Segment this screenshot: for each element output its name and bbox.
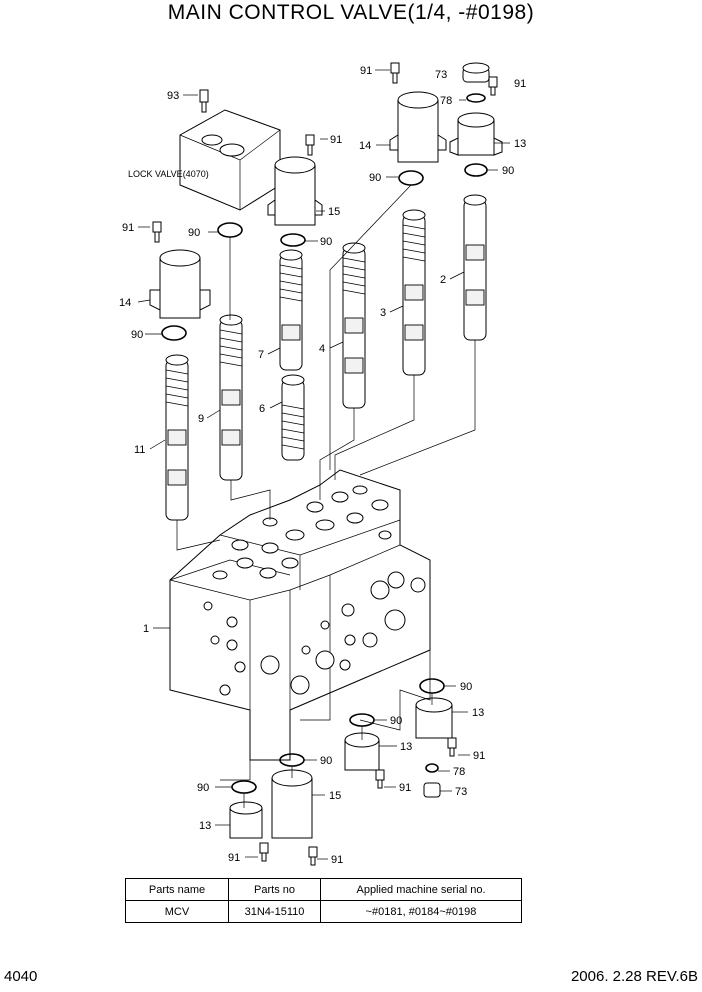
callout-90-b: 90 <box>131 329 143 341</box>
header-parts-no: Parts no <box>228 878 321 901</box>
spool-9 <box>219 314 243 481</box>
callout-3: 3 <box>380 307 386 319</box>
callout-90-d: 90 <box>369 172 381 184</box>
callout-93: 93 <box>167 90 179 102</box>
callout-91-d: 91 <box>514 78 526 90</box>
callout-91-e: 91 <box>473 750 485 762</box>
spool-3 <box>402 209 426 376</box>
spool-2 <box>463 194 487 341</box>
callout-90-f: 90 <box>460 681 472 693</box>
spool-7 <box>279 249 303 371</box>
spool-6 <box>281 374 305 461</box>
callout-91-g: 91 <box>228 852 240 864</box>
callout-1: 1 <box>143 623 149 635</box>
header-parts-name: Parts name <box>125 878 229 901</box>
callout-90-h: 90 <box>320 755 332 767</box>
spool-11 <box>165 354 189 521</box>
callout-14-a: 14 <box>119 297 131 309</box>
cover-13-top <box>449 112 503 156</box>
callout-6: 6 <box>259 403 265 415</box>
lock-valve-block <box>179 109 281 211</box>
cell-parts-no: 31N4-15110 <box>228 900 321 923</box>
plug-73-top <box>462 62 490 83</box>
callout-73-a: 73 <box>435 69 447 81</box>
callout-15-b: 15 <box>329 790 341 802</box>
cell-parts-name: MCV <box>125 900 229 923</box>
callout-91-f: 91 <box>399 782 411 794</box>
callout-91-a: 91 <box>122 222 134 234</box>
callout-90-e: 90 <box>502 165 514 177</box>
callout-15-a: 15 <box>328 206 340 218</box>
cover-13-bottom-left <box>229 801 263 839</box>
callout-13-d: 13 <box>199 820 211 832</box>
callout-13-a: 13 <box>514 138 526 150</box>
page-title: MAIN CONTROL VALVE(1/4, -#0198) <box>167 1 535 24</box>
callout-73-b: 73 <box>455 786 467 798</box>
cover-13-bottom-right <box>415 697 453 739</box>
revision-date: 2006. 2.28 REV.6B <box>570 968 698 985</box>
leader-lines <box>137 69 510 860</box>
callout-13-c: 13 <box>400 741 412 753</box>
callout-91-c: 91 <box>360 65 372 77</box>
valve-body <box>169 469 431 761</box>
callout-13-b: 13 <box>472 707 484 719</box>
page-number: 4040 <box>4 968 38 985</box>
callout-90-a: 90 <box>188 227 200 239</box>
header-serial-no: Applied machine serial no. <box>320 878 522 901</box>
callout-4: 4 <box>319 343 325 355</box>
cell-serial-no: ~#0181, #0184~#0198 <box>320 900 522 923</box>
callout-2: 2 <box>440 274 446 286</box>
callout-lock-valve: LOCK VALVE(4070) <box>128 169 209 179</box>
callout-90-i: 90 <box>197 782 209 794</box>
callout-91-h: 91 <box>331 854 343 866</box>
callout-78-b: 78 <box>453 766 465 778</box>
callout-14-b: 14 <box>359 140 371 152</box>
cover-14-left <box>149 249 211 319</box>
callout-labels: 93 LOCK VALVE(4070) 91 90 14 90 11 9 7 6… <box>119 65 526 866</box>
parts-table: Parts name Parts no Applied machine seri… <box>125 878 522 923</box>
cover-15-top <box>267 156 323 226</box>
bolts <box>152 62 498 866</box>
callout-78-a: 78 <box>440 95 452 107</box>
callout-9: 9 <box>198 413 204 425</box>
callout-11: 11 <box>134 444 145 456</box>
callout-90-g: 90 <box>390 715 402 727</box>
cover-14-right <box>389 91 447 163</box>
callout-90-c: 90 <box>320 236 332 248</box>
table-row: MCV 31N4-15110 ~#0181, #0184~#0198 <box>125 900 522 923</box>
callout-7: 7 <box>258 349 264 361</box>
table-header-row: Parts name Parts no Applied machine seri… <box>125 878 522 901</box>
plug-73-bottom <box>423 782 441 798</box>
spool-4 <box>342 242 366 409</box>
cover-15-bottom <box>271 769 313 839</box>
callout-91-b: 91 <box>330 134 342 146</box>
